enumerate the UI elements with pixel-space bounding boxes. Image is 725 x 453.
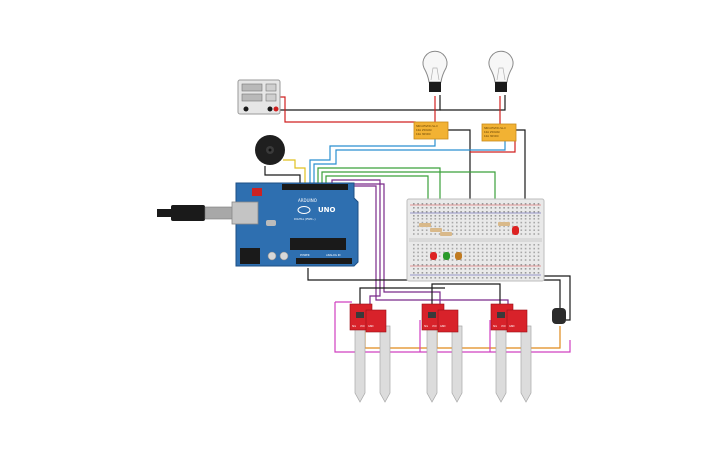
breadboard-holes bbox=[413, 203, 540, 279]
arduino-analog-header: ANALOG IN bbox=[326, 253, 340, 257]
soil-sensor-pin-label: VCC bbox=[360, 325, 365, 328]
wire-blue-1 bbox=[309, 136, 436, 188]
usb-cable bbox=[157, 205, 238, 221]
soil-sensor-pin-label: GND bbox=[368, 325, 374, 328]
wire-relay-bb-black bbox=[447, 129, 471, 202]
wire-vcc-right bbox=[540, 275, 571, 321]
arduino-power-header: POWER bbox=[300, 253, 310, 257]
relay-2-line-2: 10A 250VAC bbox=[484, 130, 500, 134]
relay-1-line-2: 10A 250VAC bbox=[416, 128, 432, 132]
breadboard bbox=[406, 198, 545, 282]
relay-1-line-3: 10A 30VDC bbox=[416, 132, 431, 136]
arduino-digital-header: DIGITAL (PWM~) bbox=[294, 217, 316, 221]
wire-buzzer-black bbox=[264, 166, 301, 188]
soil-sensor-pin-label: SIG bbox=[352, 325, 356, 328]
arduino-brand: ARDUINO bbox=[298, 198, 317, 203]
wire-buzzer-yellow bbox=[283, 159, 306, 188]
wires bbox=[264, 95, 571, 353]
arduino-board-label: UNO bbox=[318, 206, 336, 214]
soil-sensor-pin-label: VCC bbox=[432, 325, 437, 328]
bulb-2 bbox=[488, 50, 514, 92]
resistors bbox=[419, 222, 510, 236]
wire-psu-black bbox=[278, 95, 441, 111]
buzzer bbox=[255, 135, 285, 165]
wire-purple-1 bbox=[331, 179, 381, 306]
wire-gnd-s1 bbox=[359, 287, 445, 306]
soil-sensor-pin-label: SIG bbox=[493, 325, 497, 328]
relay-2-line-1: SRD-05VDC-SL-C bbox=[484, 126, 506, 130]
soil-sensor-pin-label: GND bbox=[440, 325, 446, 328]
leds bbox=[430, 226, 519, 260]
wire-gnd-s2 bbox=[431, 283, 501, 306]
wire-psu-red bbox=[278, 96, 416, 128]
relay-1-line-1: SRD-05VDC-SL-C bbox=[416, 124, 438, 128]
wire-green-2 bbox=[321, 171, 496, 222]
wire-psu-black-2 bbox=[440, 95, 506, 111]
soil-sensor-pin-label: GND bbox=[509, 325, 515, 328]
temperature-sensor bbox=[552, 308, 566, 324]
arduino-uno: ARDUINO UNO DIGITAL (PWM~) POWER ANALOG … bbox=[231, 182, 359, 267]
relay-2: SRD-05VDC-SL-C 10A 250VAC 10A 30VDC bbox=[481, 123, 517, 142]
wire-blue-2 bbox=[313, 140, 506, 188]
soil-sensor-pin-label: SIG bbox=[424, 325, 428, 328]
soil-sensor-pin-label: VCC bbox=[501, 325, 506, 328]
relay-1: SRD-05VDC-SL-C 10A 250VAC 10A 30VDC bbox=[413, 121, 449, 140]
relay-2-line-3: 10A 30VDC bbox=[484, 134, 499, 138]
bulb-1 bbox=[422, 50, 448, 92]
power-supply bbox=[237, 79, 281, 115]
wire-relay2-bb-black bbox=[515, 129, 526, 202]
